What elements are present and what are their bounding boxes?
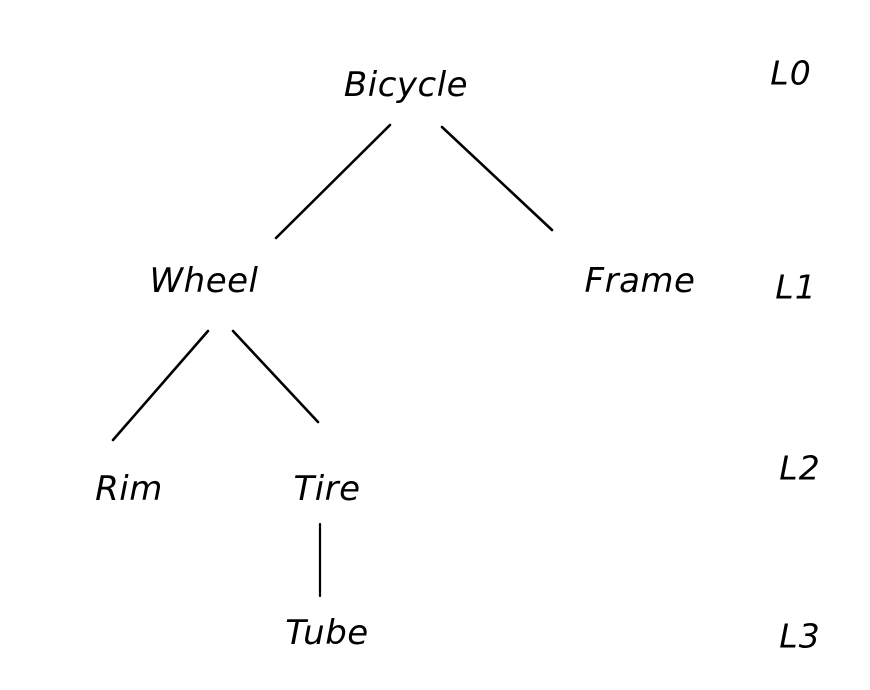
level-label-l3-text: L3 <box>779 616 821 656</box>
node-rim: Rim <box>95 472 163 506</box>
node-rim-label: Rim <box>95 469 163 509</box>
node-tire: Tire <box>293 472 360 506</box>
edge-bicycle-wheel <box>274 123 392 240</box>
node-wheel: Wheel <box>150 264 259 298</box>
level-label-l1: L1 <box>775 271 816 304</box>
level-label-l2-text: L2 <box>779 448 821 488</box>
edge-wheel-rim <box>111 329 210 442</box>
node-tube-label: Tube <box>285 613 369 653</box>
level-label-l0-text: L0 <box>770 53 812 93</box>
node-tire-label: Tire <box>293 469 361 509</box>
node-frame: Frame <box>585 264 696 298</box>
node-wheel-label: Wheel <box>149 261 259 301</box>
node-tube: Tube <box>285 616 368 650</box>
level-label-l2: L2 <box>779 452 820 485</box>
edge-bicycle-frame <box>440 125 554 232</box>
node-bicycle: Bicycle <box>344 68 468 102</box>
node-frame-label: Frame <box>584 261 696 301</box>
edge-wheel-tire <box>231 329 320 424</box>
level-label-l1-text: L1 <box>775 267 817 307</box>
level-label-l0: L0 <box>770 57 811 90</box>
level-label-l3: L3 <box>779 620 820 653</box>
node-bicycle-label: Bicycle <box>343 65 469 105</box>
